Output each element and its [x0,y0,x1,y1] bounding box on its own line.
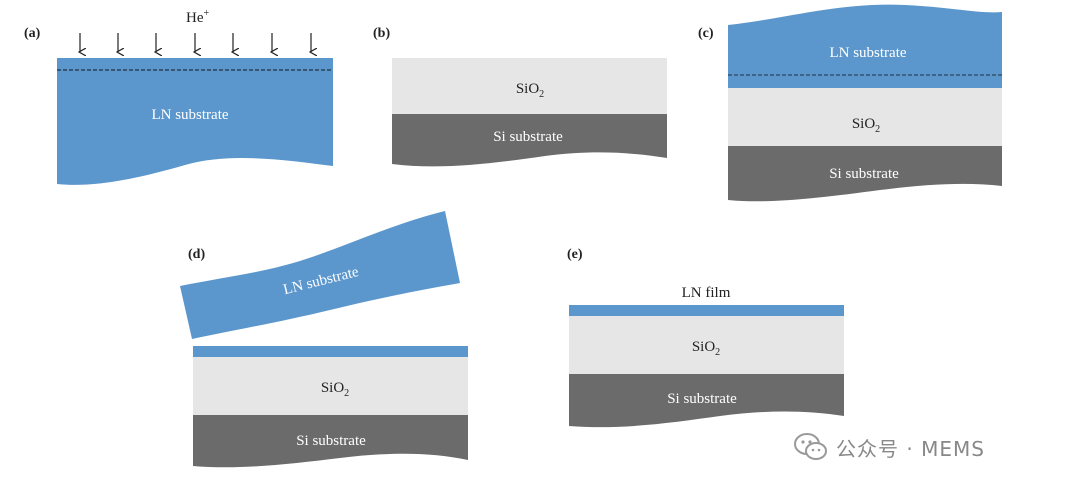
panel-e: (e) LN film SiO2 Si substrate [567,247,844,428]
ion-arrows [80,33,311,52]
panel-d-label: (d) [188,247,205,262]
ln-film-layer [193,346,468,357]
sio2-layer [569,316,844,374]
sio2-label: SiO2 [321,380,349,399]
sio2-layer [193,357,468,415]
panel-e-label: (e) [567,247,583,262]
panel-c: (c) LN substrate SiO2 Si substrate [698,4,1002,202]
panel-b: (b) SiO2 Si substrate [373,26,667,167]
sio2-layer [728,88,1002,146]
panel-c-label: (c) [698,26,714,41]
ln-substrate-label: LN substrate [829,45,906,61]
sio2-label: SiO2 [692,339,720,358]
si-substrate-block [728,146,1002,202]
ln-substrate-block [57,58,333,185]
sio2-label: SiO2 [516,81,544,100]
ln-substrate-label: LN substrate [151,107,228,123]
wechat-icon [794,433,827,460]
ln-substrate-block [728,4,1002,89]
si-substrate-block [193,415,468,468]
watermark: 公众号 · MEMS [794,430,985,464]
ln-film-layer [569,305,844,316]
sio2-label: SiO2 [852,116,880,135]
si-substrate-block [569,374,844,428]
ln-film-label: LN film [682,285,731,301]
si-substrate-label: Si substrate [829,166,899,182]
ln-substrate-tilted [180,211,460,339]
si-substrate-label: Si substrate [296,433,366,449]
panel-d: (d) LN substrate SiO2 Si substrate [180,211,468,468]
panel-a-label: (a) [24,26,41,41]
sio2-layer [392,58,667,114]
si-substrate-label: Si substrate [493,129,563,145]
ion-label: He+ [186,8,210,26]
panel-a: (a) He+ LN substrate [24,8,333,185]
si-substrate-block [392,114,667,167]
panel-b-label: (b) [373,26,390,41]
watermark-text: 公众号 · MEMS [836,436,985,461]
si-substrate-label: Si substrate [667,391,737,407]
